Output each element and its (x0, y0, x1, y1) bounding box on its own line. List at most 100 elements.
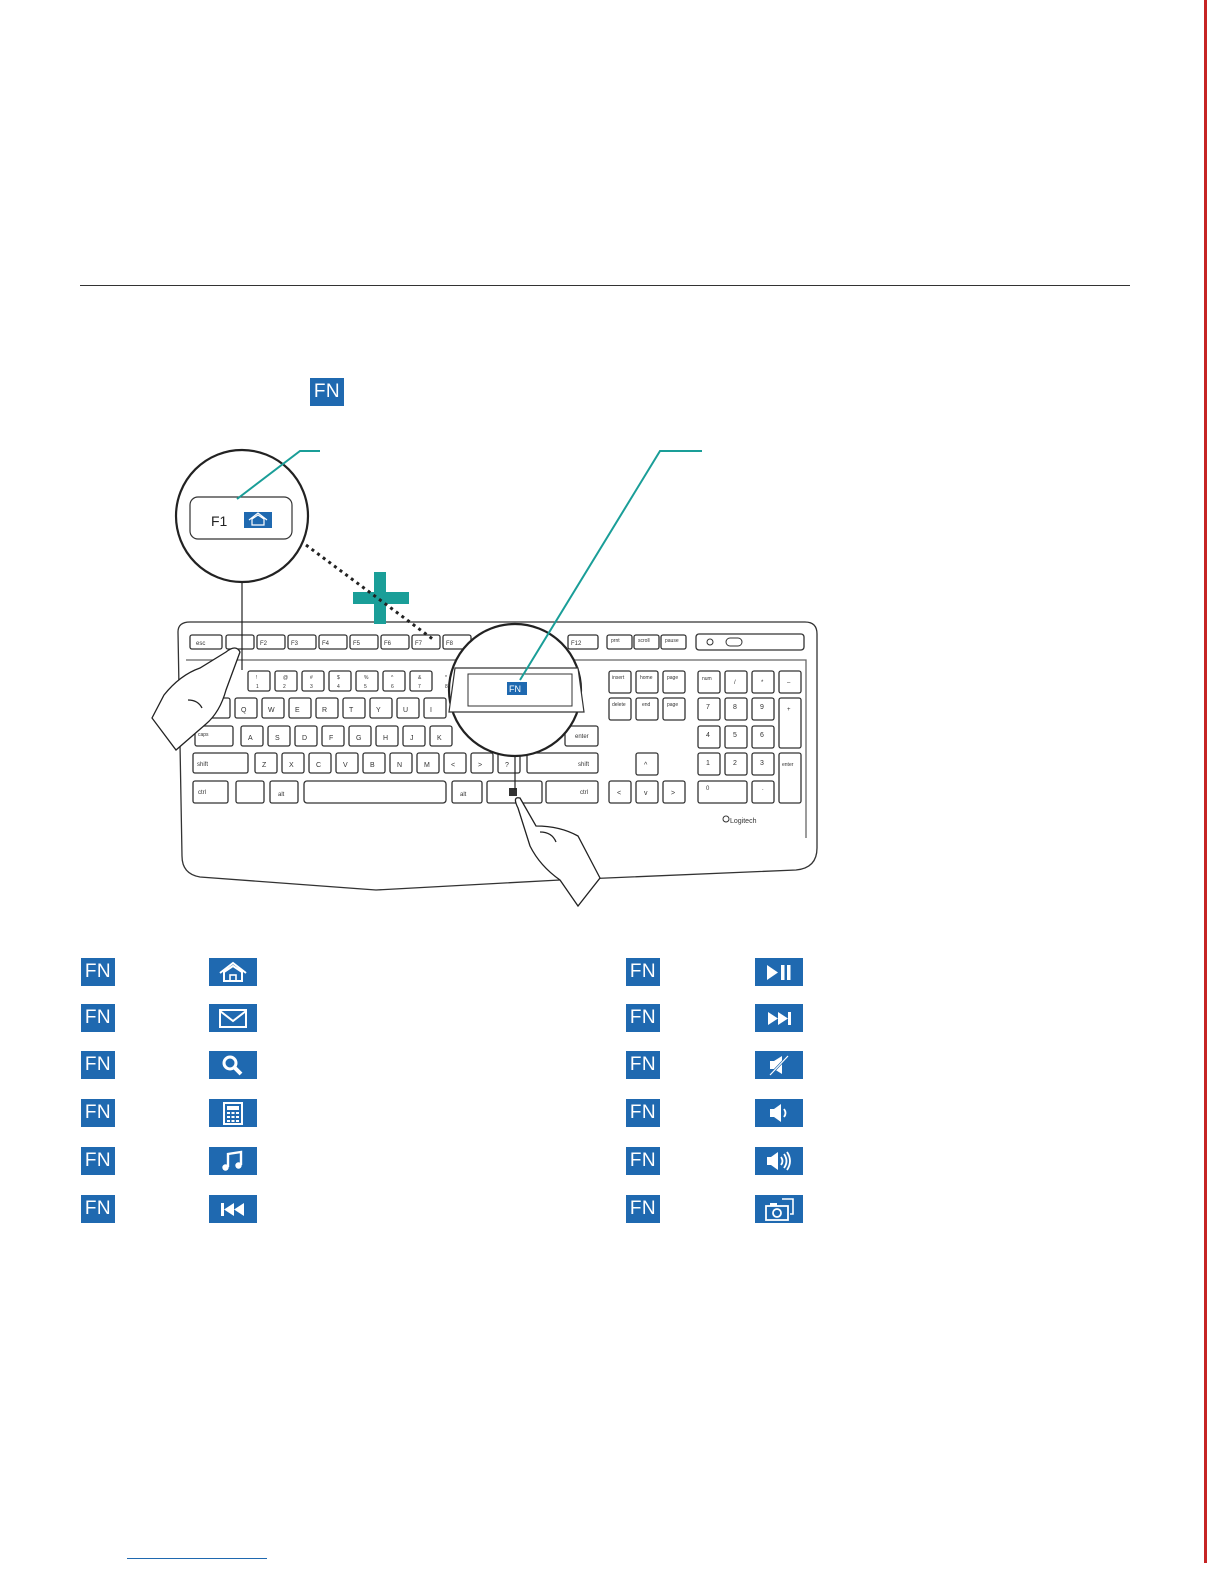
key-letter-q: Q (241, 707, 247, 714)
key-f5: F5 (353, 641, 361, 647)
key-arrow: < (617, 790, 621, 797)
previous-track-icon (209, 1195, 257, 1223)
key-number-8: 8 (445, 684, 448, 690)
footer-link-underline (127, 1558, 267, 1559)
fn-key-badge: FN (81, 958, 115, 986)
volume-down-icon (755, 1099, 803, 1127)
key-letter-t: T (349, 707, 354, 714)
key-num0: 0 (706, 786, 710, 792)
key-esc: esc (196, 641, 205, 647)
key-letter-w: W (268, 707, 275, 714)
key-letter: N (397, 762, 402, 769)
key-numpad-3: 3 (760, 760, 764, 767)
fn-key-label: FN (629, 1007, 657, 1028)
key-caps: caps (198, 732, 209, 738)
key-symbol: % (364, 675, 369, 681)
camera-icon (755, 1195, 803, 1223)
fn-key-badge: FN (81, 1004, 115, 1032)
key-f6: F6 (384, 641, 392, 647)
fn-key-label: FN (629, 1150, 657, 1171)
zoom-fn-label: FN (509, 684, 521, 694)
fn-key-label: FN (629, 961, 657, 982)
fn-key-badge: FN (81, 1051, 115, 1079)
fn-key-badge: FN (81, 1099, 115, 1127)
key-pgdn: page (667, 702, 678, 708)
fn-key-label: FN (629, 1102, 657, 1123)
key-minus: – (787, 680, 791, 686)
key-number-6: 6 (391, 684, 394, 690)
key-arrow: ^ (644, 762, 648, 769)
fn-key-badge: FN (626, 1147, 660, 1175)
dotted-connector (305, 543, 435, 642)
fn-key-label: FN (84, 1102, 112, 1123)
key-numpad-4: 4 (706, 732, 710, 739)
key-f8: F8 (446, 641, 454, 647)
fn-key-badge-inline: FN (310, 378, 344, 406)
key-symbol: ^ (391, 675, 394, 681)
fn-key-label: FN (84, 961, 112, 982)
fn-key-badge: FN (626, 1099, 660, 1127)
fn-key-badge: FN (626, 1195, 660, 1223)
key-symbol: $ (337, 675, 340, 681)
brand-logo-text: Logitech (730, 818, 757, 825)
key-pgup: page (667, 675, 678, 681)
key-shift-right: shift (578, 762, 589, 768)
key-enter: enter (575, 734, 589, 740)
fn-key-label: FN (629, 1054, 657, 1075)
key-number-1: 1 (256, 684, 259, 690)
key-letter: Z (262, 762, 267, 769)
key-alt-left: alt (278, 792, 285, 798)
key-letter: < (451, 762, 455, 769)
key-symbol: * (445, 675, 447, 681)
key-letter-i: I (430, 707, 432, 714)
key-letter-g: G (356, 735, 361, 742)
hand-right-illustration (514, 797, 601, 908)
key-letter-a: A (248, 735, 253, 742)
key-home: home (640, 675, 653, 681)
key-numpad-7: 7 (706, 704, 710, 711)
music-icon (209, 1147, 257, 1175)
plus-icon (353, 572, 409, 624)
key-end: end (642, 702, 651, 708)
key-letter-s: S (275, 735, 280, 742)
key-numpad-8: 8 (733, 704, 737, 711)
key-letter-u: U (403, 707, 408, 714)
fn-key-label: FN (629, 1198, 657, 1219)
key-letter-r: R (322, 707, 327, 714)
page-edge-bar (1204, 0, 1207, 1563)
key-f2: F2 (260, 641, 268, 647)
fn-key-label: FN (313, 381, 341, 402)
mute-icon (755, 1051, 803, 1079)
key-prtscn: prnt (611, 638, 620, 644)
home-icon (248, 512, 268, 526)
key-numlock: num (702, 676, 712, 682)
key-letter-f: F (329, 735, 333, 742)
key-letter-j: J (410, 735, 414, 742)
key-numpad-6: 6 (760, 732, 764, 739)
key-arrow: v (644, 790, 648, 797)
key-number-4: 4 (337, 684, 340, 690)
section-rule (80, 285, 1130, 286)
key-slash: / (734, 680, 736, 686)
key-ctrl-right: ctrl (580, 790, 588, 796)
key-letter: B (370, 762, 375, 769)
key-f4: F4 (322, 641, 330, 647)
key-letter: M (424, 762, 430, 769)
key-numpad-1: 1 (706, 760, 710, 767)
key-symbol: # (310, 675, 313, 681)
next-track-icon (755, 1004, 803, 1032)
key-numpad-9: 9 (760, 704, 764, 711)
keyboard-illustration: esc F2 F3 F4 F5 F6 F7 F8 F12 prnt scroll… (151, 448, 818, 908)
fn-key-badge: FN (81, 1195, 115, 1223)
key-letter-y: Y (376, 707, 381, 714)
key-f7: F7 (415, 641, 423, 647)
key-letter-h: H (383, 735, 388, 742)
play-pause-icon (755, 958, 803, 986)
key-shift-left: shift (197, 762, 208, 768)
key-number-5: 5 (364, 684, 367, 690)
calculator-icon (209, 1099, 257, 1127)
key-plus: + (787, 707, 791, 713)
key-insert: insert (612, 675, 625, 681)
key-letter: V (343, 762, 348, 769)
key-pause: pause (665, 638, 679, 644)
